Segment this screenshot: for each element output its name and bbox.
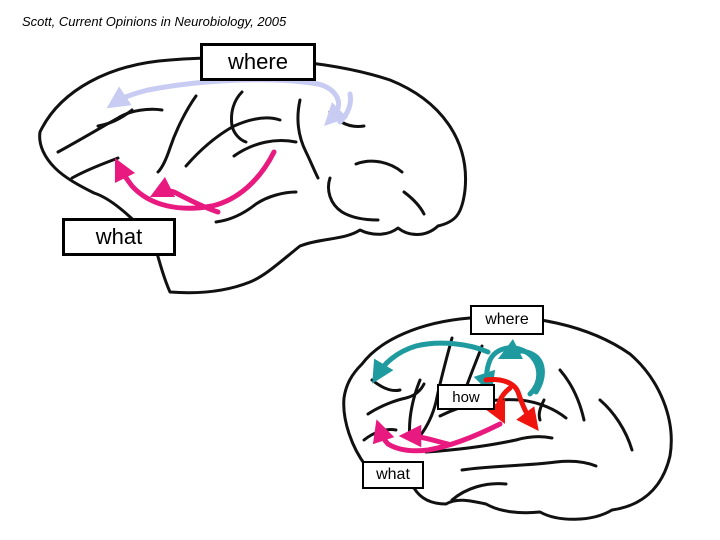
top-sulcus-superior-temporal bbox=[232, 139, 298, 158]
bottom-where-label: where bbox=[470, 305, 544, 335]
top-what-arrow-2 bbox=[149, 176, 221, 215]
bottom-sulcus-parietal bbox=[558, 368, 586, 422]
bottom-how-label: how bbox=[437, 384, 495, 410]
top-sulcus-inferior-temporal bbox=[214, 190, 298, 224]
bottom-sulcus-angular bbox=[537, 398, 546, 422]
bottom-what-label-text: what bbox=[376, 466, 410, 483]
bottom-sulcus-inferior-temporal bbox=[460, 459, 598, 472]
top-sulcus-lunate bbox=[327, 176, 380, 222]
bottom-sulcus-superior-temporal bbox=[424, 435, 554, 454]
bottom-how-label-text: how bbox=[452, 388, 480, 406]
top-where-label-text: where bbox=[228, 49, 288, 74]
top-where-arrow-tail bbox=[337, 91, 353, 125]
bottom-what-arrow-1 bbox=[372, 419, 503, 454]
bottom-sulcus-frontal-1 bbox=[370, 378, 402, 392]
bottom-how-arrow-2 bbox=[484, 385, 513, 425]
bottom-sulcus-occipital bbox=[598, 398, 634, 452]
top-sulcus-principal bbox=[56, 107, 164, 154]
top-brain-outline bbox=[38, 56, 468, 295]
bottom-where-arrow-1 bbox=[372, 340, 491, 384]
bottom-what-arrow-2 bbox=[398, 424, 451, 448]
top-sulcus-central bbox=[230, 90, 248, 144]
bottom-sulcus-central bbox=[418, 336, 454, 438]
bottom-sulcus-temporal-base bbox=[450, 482, 508, 502]
top-sulcus-orbital bbox=[70, 156, 120, 180]
bottom-how-arrow-1 bbox=[483, 377, 539, 432]
top-what-arrow-1 bbox=[114, 149, 277, 211]
top-sulcus-occipital-2 bbox=[402, 190, 426, 216]
top-brain bbox=[38, 56, 468, 295]
bottom-sulcus-precentral bbox=[408, 378, 422, 442]
bottom-what-label: what bbox=[362, 461, 424, 489]
top-where-arrow bbox=[106, 77, 348, 126]
top-sulcus-occipital bbox=[354, 159, 404, 174]
top-where-label: where bbox=[200, 43, 316, 81]
bottom-where-arrow-3 bbox=[497, 338, 545, 395]
top-sulcus-intraparietal bbox=[296, 98, 320, 180]
bottom-where-label-text: where bbox=[485, 311, 529, 328]
citation-text: Scott, Current Opinions in Neurobiology,… bbox=[22, 14, 287, 29]
bottom-sulcus-postcentral bbox=[464, 344, 484, 390]
top-what-label-text: what bbox=[95, 224, 143, 249]
top-what-label: what bbox=[62, 218, 176, 256]
bottom-sulcus-frontal-2 bbox=[366, 382, 426, 416]
